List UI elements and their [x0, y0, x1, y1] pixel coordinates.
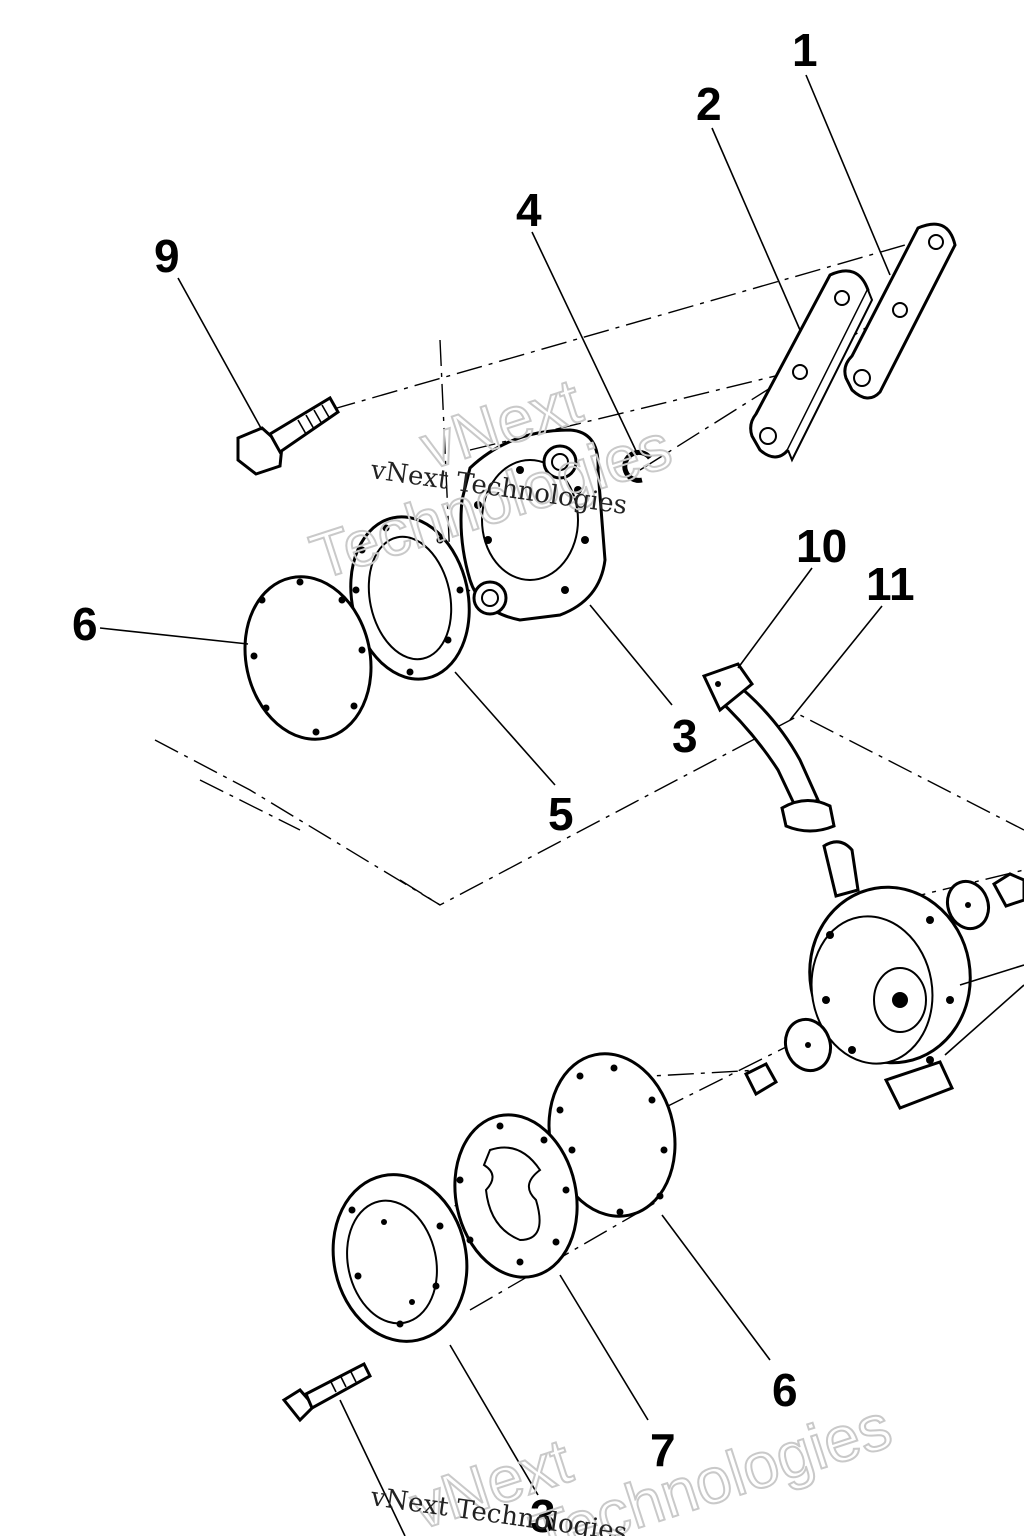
callout-6-upper: 6 — [72, 598, 98, 650]
callout-3-upper: 3 — [672, 710, 698, 762]
callout-1: 1 — [792, 24, 818, 76]
callout-9: 9 — [154, 230, 180, 282]
callout-2: 2 — [696, 78, 722, 130]
part-3-housing — [459, 428, 607, 622]
lower-screw — [281, 1361, 372, 1423]
callout-3-lower: 3 — [530, 1490, 556, 1536]
callout-10: 10 — [796, 520, 847, 572]
pump-body — [808, 885, 972, 1110]
part-10-11-hose — [701, 662, 860, 898]
callout-7: 7 — [650, 1424, 676, 1476]
washers-fasteners — [743, 872, 1024, 1097]
watermark-lower: vNext Technologies vNext Technologies — [368, 1388, 901, 1536]
part-6-diaphragm-upper — [243, 575, 373, 741]
part-2-plate — [749, 269, 874, 463]
part-3-cover-lower — [331, 1173, 469, 1343]
part-7-valve-plate — [453, 1113, 579, 1279]
part-5-gasket — [349, 515, 471, 681]
callout-labels: 1 2 4 9 10 11 6 3 5 6 7 3 — [72, 24, 915, 1536]
callout-5: 5 — [548, 788, 574, 840]
callout-4: 4 — [516, 184, 542, 236]
callout-11: 11 — [866, 558, 915, 610]
part-4-snap-ring — [622, 449, 653, 483]
leader-lines — [99, 74, 1024, 1536]
part-9-bolt — [236, 395, 340, 476]
callout-6-lower: 6 — [772, 1364, 798, 1416]
part-1-plate — [843, 222, 957, 400]
